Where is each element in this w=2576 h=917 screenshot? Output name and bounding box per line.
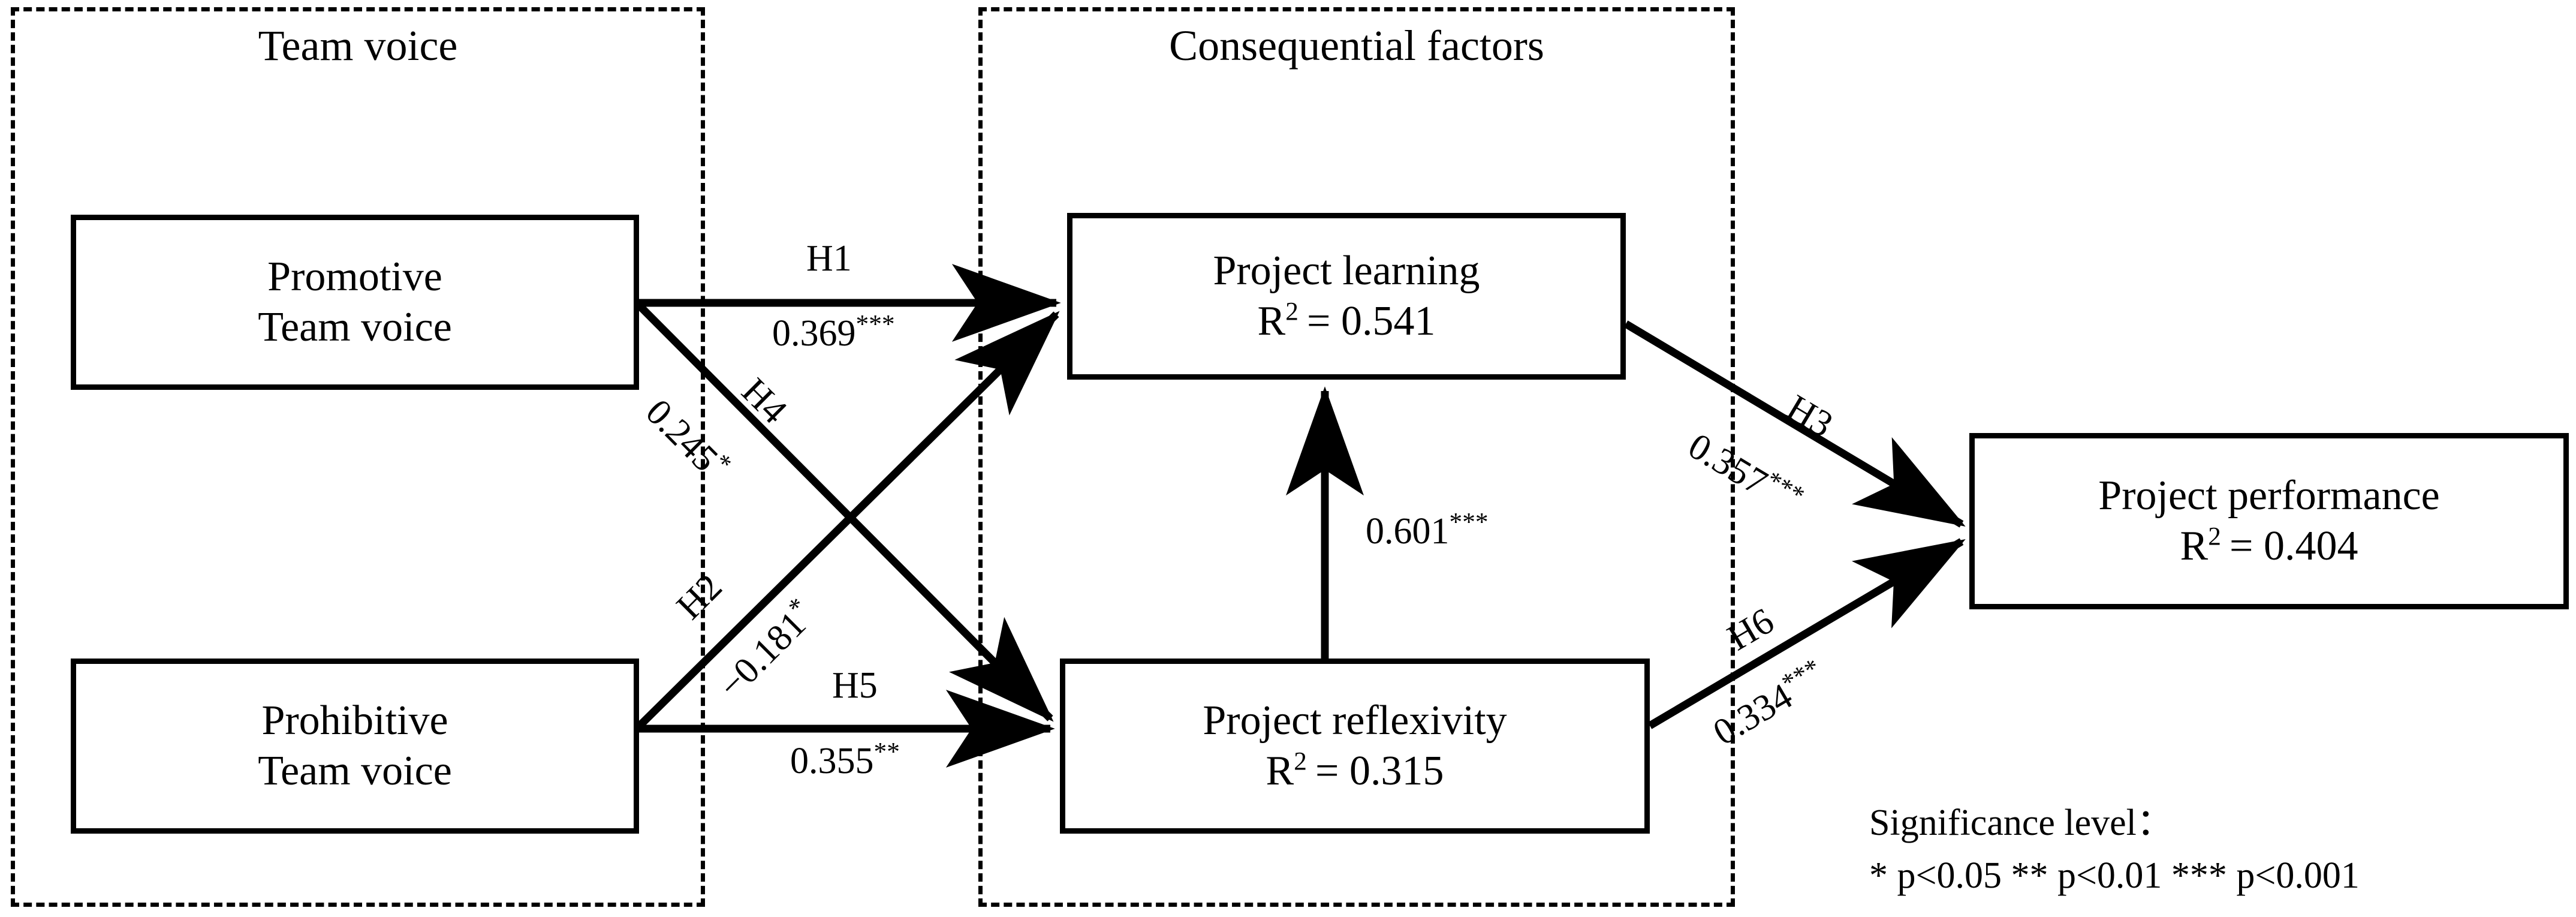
group-box-team-voice (11, 7, 705, 907)
node-project-learning-title: Project learning (1213, 248, 1480, 294)
node-promotive-line2: Team voice (258, 304, 452, 350)
node-project-performance-r-squared: R2 = 0.404 (2180, 521, 2358, 572)
node-project-learning-r-squared: R2 = 0.541 (1258, 296, 1436, 347)
h5-coefficient-value: 0.355 (790, 741, 874, 781)
path-label-h1-coefficient: 0.369*** (772, 311, 895, 354)
node-prohibitive-team-voice[interactable]: Prohibitive Team voice (71, 659, 639, 834)
r-value: = 0.541 (1306, 298, 1436, 344)
node-project-learning[interactable]: Project learning R2 = 0.541 (1067, 213, 1626, 380)
r-symbol: R (2180, 523, 2209, 569)
path-label-h1-hypothesis: H1 (806, 238, 852, 279)
reflexivity-to-learning-significance-stars: *** (1449, 507, 1489, 537)
node-prohibitive-line2: Team voice (258, 748, 452, 794)
path-label-h5-coefficient: 0.355** (790, 739, 900, 781)
h5-significance-stars: ** (873, 737, 900, 766)
node-project-performance-title: Project performance (2098, 473, 2440, 519)
r-exponent: 2 (1294, 747, 1307, 776)
node-project-reflexivity[interactable]: Project reflexivity R2 = 0.315 (1060, 659, 1650, 834)
group-title-consequential-factors: Consequential factors (1169, 22, 1544, 70)
group-box-consequential-factors (978, 7, 1735, 907)
r-exponent: 2 (2208, 522, 2221, 551)
r-symbol: R (1257, 298, 1286, 344)
significance-legend-entries: * p<0.05 ** p<0.01 *** p<0.001 (1869, 855, 2360, 897)
node-promotive-team-voice[interactable]: Promotive Team voice (71, 215, 639, 390)
group-title-team-voice: Team voice (258, 22, 458, 70)
r-value: = 0.315 (1315, 748, 1444, 794)
node-project-reflexivity-r-squared: R2 = 0.315 (1266, 746, 1444, 796)
path-line-h3 (1623, 320, 1966, 528)
h1-coefficient-value: 0.369 (772, 313, 856, 354)
reflexivity-to-learning-coefficient-value: 0.601 (1366, 511, 1450, 552)
node-project-reflexivity-title: Project reflexivity (1203, 697, 1507, 744)
node-project-performance[interactable]: Project performance R2 = 0.404 (1969, 433, 2569, 609)
h1-significance-stars: *** (855, 309, 895, 339)
path-line-h2 (635, 311, 1060, 730)
path-label-h5-hypothesis: H5 (832, 665, 878, 706)
node-promotive-line1: Promotive (267, 254, 442, 300)
path-line-h6 (1647, 538, 1966, 729)
significance-legend-title: Significance level： (1869, 802, 2174, 843)
significance-legend: Significance level： * p<0.05 ** p<0.01 *… (1869, 796, 2360, 902)
node-prohibitive-line1: Prohibitive (261, 697, 448, 744)
r-symbol: R (1266, 748, 1294, 794)
r-value: = 0.404 (2229, 523, 2358, 569)
r-exponent: 2 (1285, 297, 1298, 326)
path-label-reflexivity-to-learning-coefficient: 0.601*** (1366, 509, 1489, 552)
